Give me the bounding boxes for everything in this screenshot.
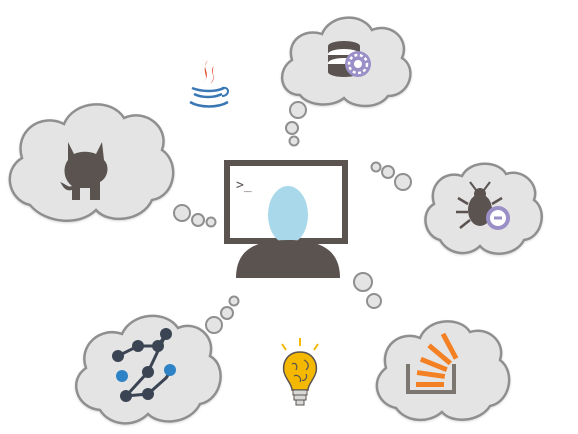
thought-bubbles-bottom-left — [205, 295, 240, 334]
lightbulb-brain-icon — [281, 338, 319, 406]
person-head — [268, 186, 308, 244]
thought-bubbles-top — [285, 101, 307, 147]
thought-bubbles-left — [173, 204, 217, 228]
java-icon — [189, 60, 229, 108]
bug-debug-icon — [456, 181, 510, 230]
stackoverflow-icon — [406, 332, 459, 394]
github-octocat-icon — [60, 142, 108, 200]
thought-bubbles-right — [370, 161, 412, 191]
database-settings-icon — [328, 41, 371, 77]
terminal-prompt: >_ — [236, 178, 252, 193]
thought-bubbles-bottom-right — [353, 272, 382, 309]
developer-monitor-icon: >_ — [224, 160, 348, 278]
person-body — [236, 240, 340, 278]
git-graph-icon — [112, 328, 176, 402]
